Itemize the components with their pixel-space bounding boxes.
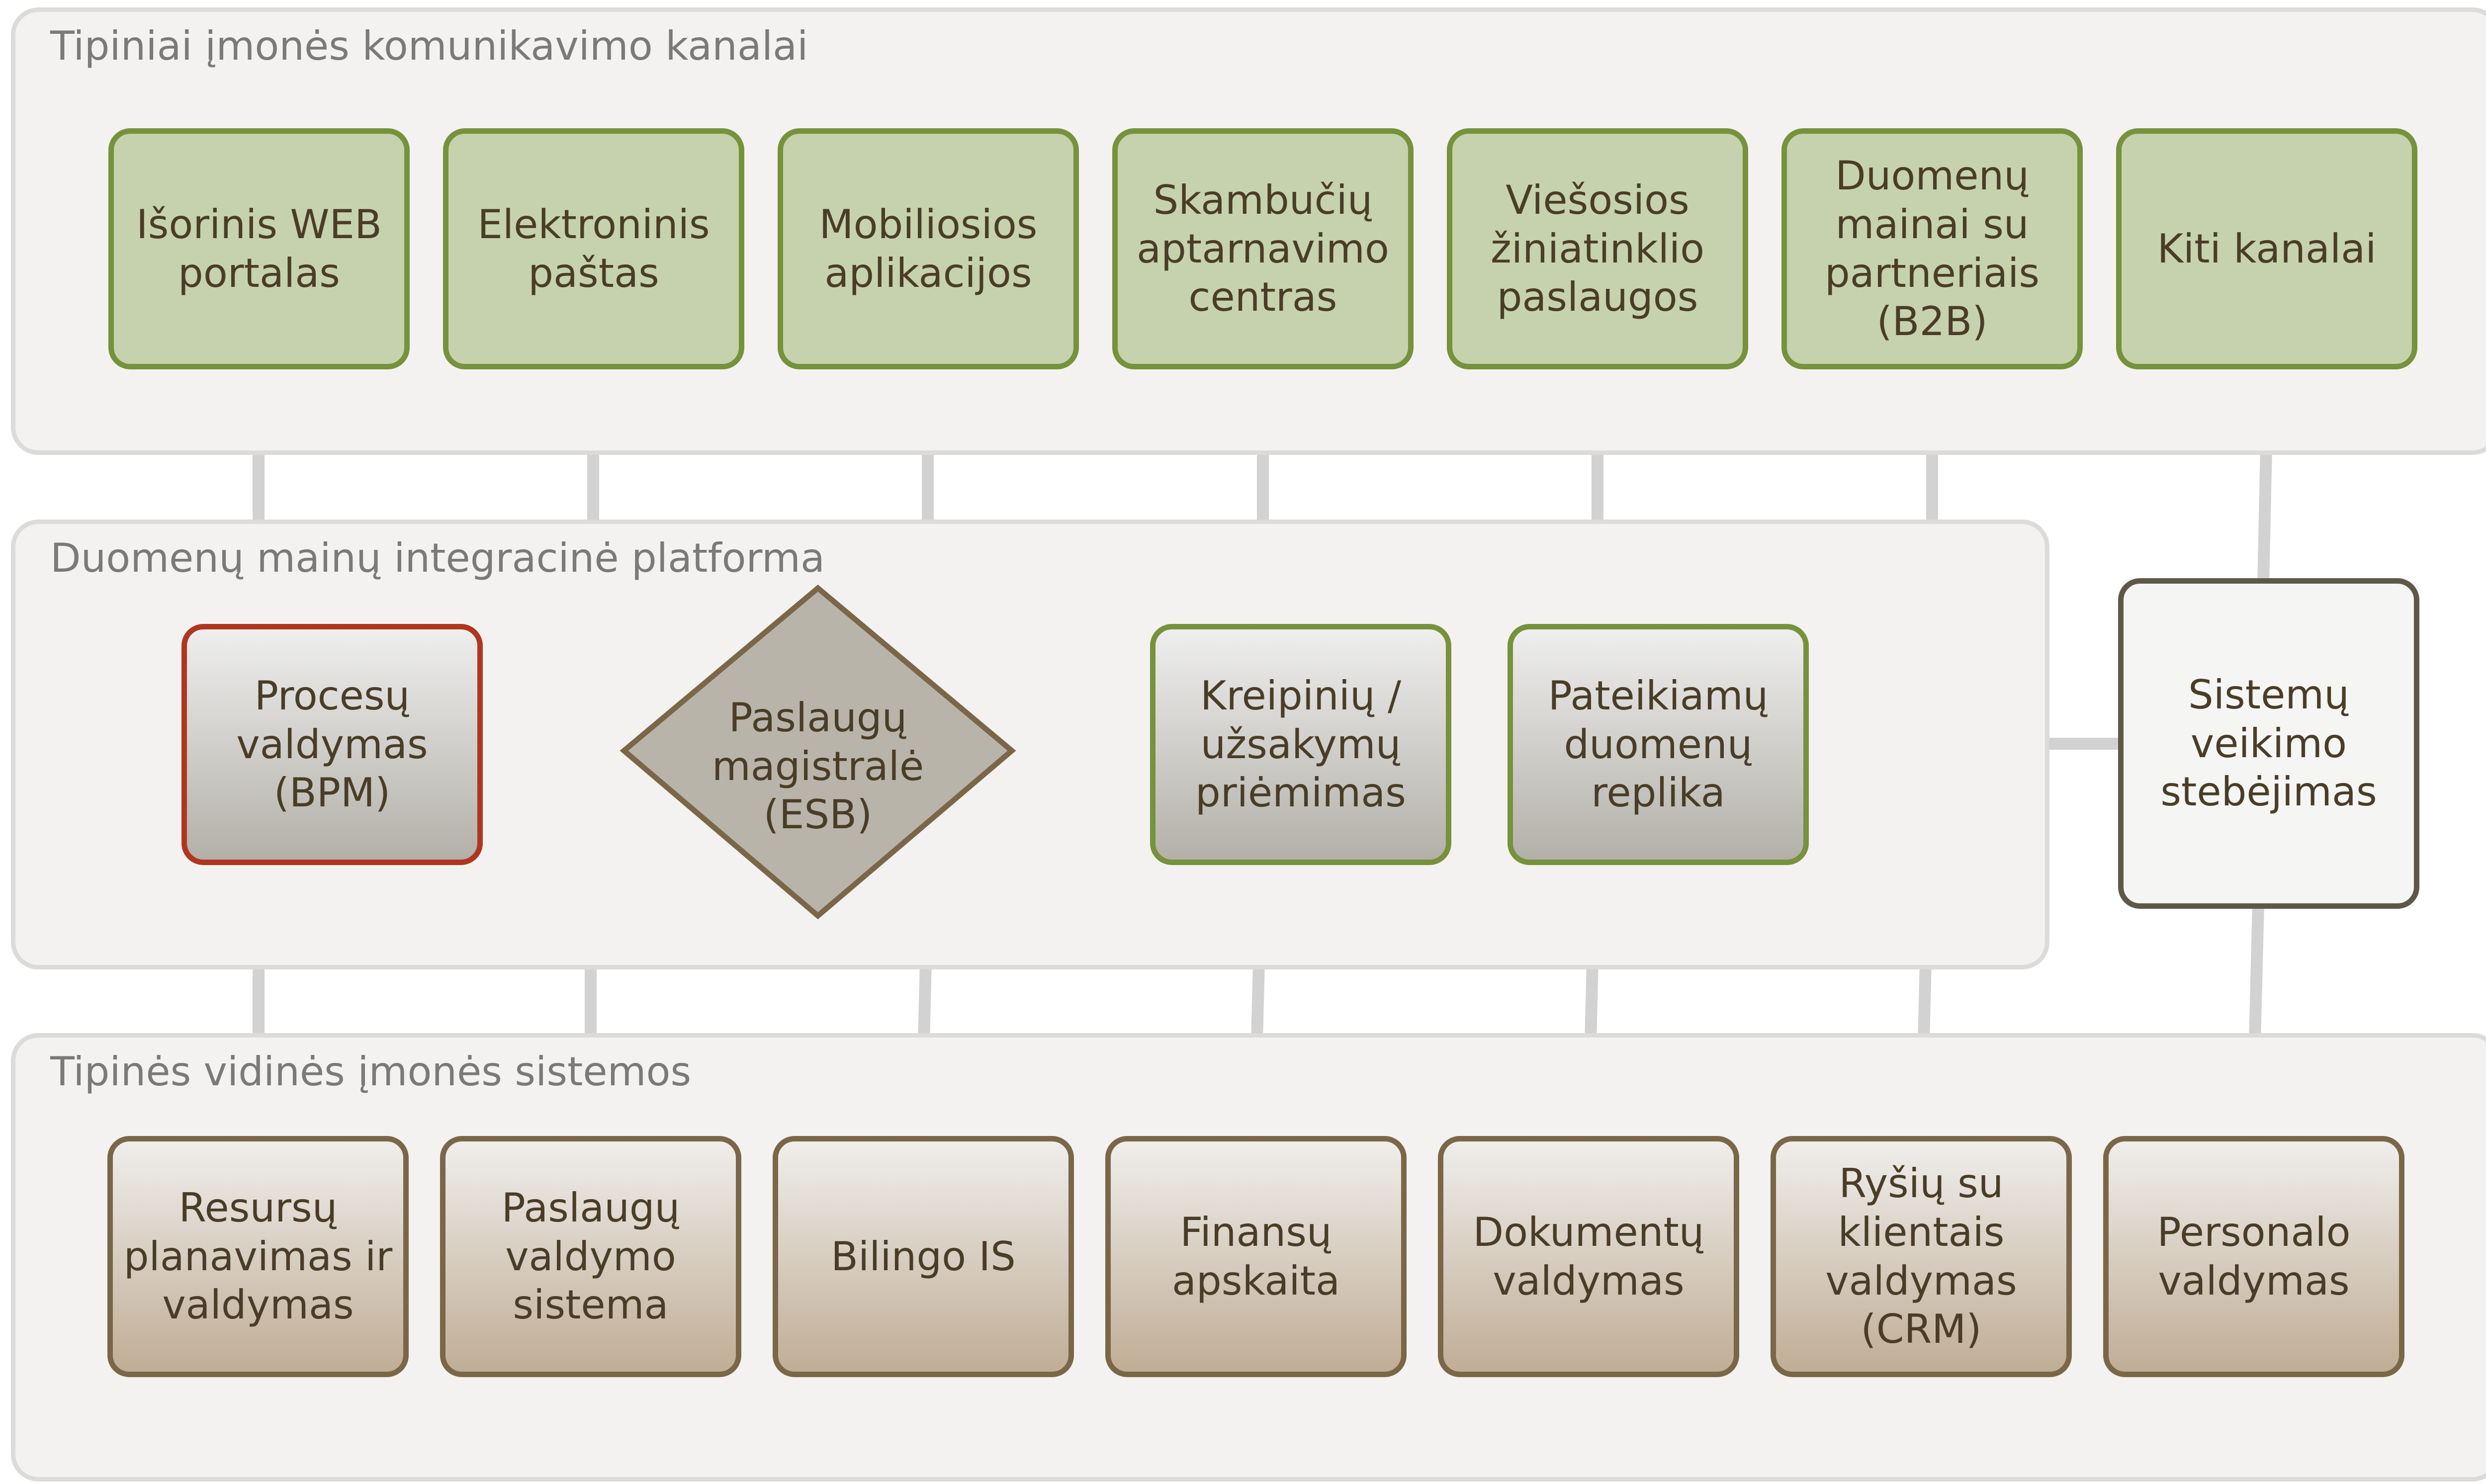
channel-email: Elektroninis paštas — [443, 128, 744, 369]
connector — [2249, 904, 2264, 1042]
connector — [918, 961, 932, 1042]
channels-panel-title: Tipiniai įmonės komunikavimo kanalai — [50, 23, 808, 69]
channel-web-services: Viešosios žiniatinklio paslaugos — [1447, 128, 1748, 369]
system-service-management: Paslaugų valdymo sistema — [440, 1136, 741, 1377]
system-billing: Bilingo IS — [773, 1136, 1074, 1377]
platform-panel-title: Duomenų mainų integracinė platforma — [50, 535, 825, 581]
internal-panel-title: Tipinės vidinės įmonės sistemos — [50, 1048, 692, 1095]
connector — [1585, 961, 1598, 1042]
bpm-box: Procesų valdymas (BPM) — [181, 624, 483, 865]
channel-mobile-apps: Mobiliosios aplikacijos — [778, 128, 1079, 369]
replica-box: Pateikiamų duomenų replika — [1508, 624, 1809, 865]
requests-box: Kreipinių / užsakymų priėmimas — [1150, 624, 1451, 865]
system-finance: Finansų apskaita — [1105, 1136, 1407, 1377]
esb-label: Paslaugų magistralė (ESB) — [711, 695, 924, 838]
system-documents: Dokumentų valdymas — [1438, 1136, 1739, 1377]
connector — [1918, 961, 1932, 1042]
channel-web-portal: Išorinis WEB portalas — [108, 128, 410, 369]
monitoring-box: Sistemų veikimo stebėjimas — [2118, 578, 2419, 909]
channel-call-center: Skambučių aptarnavimo centras — [1112, 128, 1414, 369]
connector — [1251, 961, 1265, 1042]
connector — [2257, 447, 2272, 585]
system-resource-planning: Resursų planavimas ir valdymas — [107, 1136, 409, 1377]
channel-other: Kiti kanalai — [2116, 128, 2417, 369]
system-personnel: Personalo valdymas — [2103, 1136, 2404, 1377]
channel-b2b: Duomenų mainai su partneriais (B2B) — [1781, 128, 2083, 369]
system-crm: Ryšių su klientais valdymas (CRM) — [1771, 1136, 2072, 1377]
